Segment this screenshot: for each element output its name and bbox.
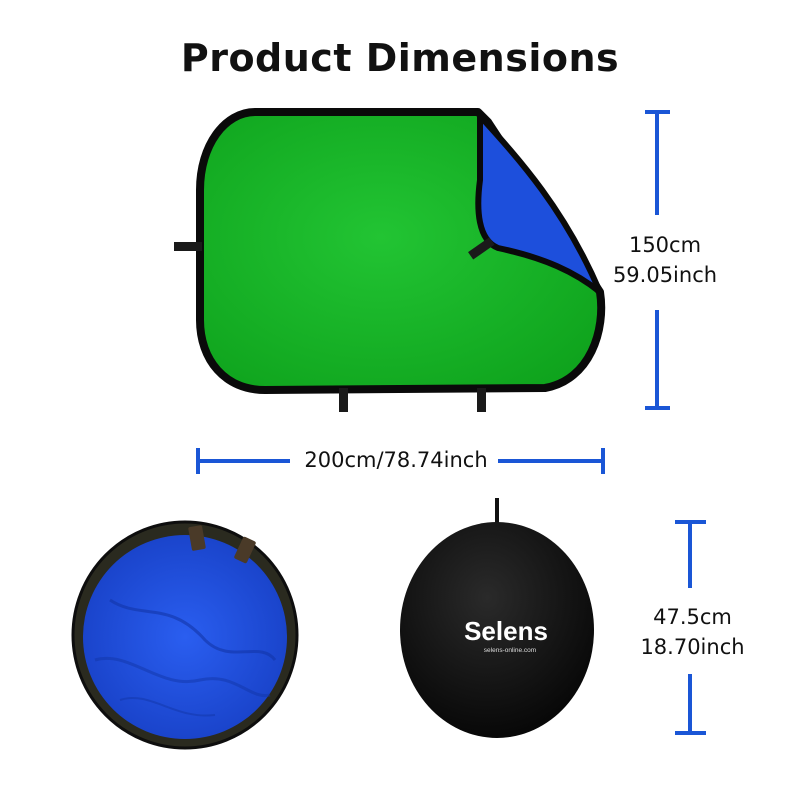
height-cm: 150cm	[628, 233, 702, 257]
folded-blue-disc	[71, 520, 299, 750]
height-dimension-line	[645, 110, 670, 410]
bottom-tab-right	[477, 388, 486, 412]
folded-dimension-line	[675, 520, 706, 735]
folded-inch: 18.70inch	[640, 635, 745, 659]
blue-folded-corner	[475, 113, 603, 295]
green-screen-backdrop	[174, 108, 606, 412]
width-dimension-line	[196, 448, 605, 474]
width-label: 200cm/78.74inch	[296, 445, 496, 475]
folded-cm: 47.5cm	[653, 605, 732, 629]
left-tab	[174, 242, 202, 251]
height-inch: 59.05inch	[612, 263, 718, 287]
disc-tab-left	[188, 525, 206, 551]
page-title: Product Dimensions	[180, 36, 620, 80]
selens-logo: Selens	[464, 616, 548, 646]
inner-tab	[468, 237, 495, 260]
folded-size-label: 47.5cm 18.70inch	[630, 602, 755, 662]
selens-website: selens-online.com	[484, 647, 536, 654]
bottom-tab-left	[339, 388, 348, 412]
height-label: 150cm 59.05inch	[605, 230, 725, 290]
disc-tab-right	[234, 536, 256, 564]
black-carry-case: Selens selens-online.com	[400, 498, 594, 738]
